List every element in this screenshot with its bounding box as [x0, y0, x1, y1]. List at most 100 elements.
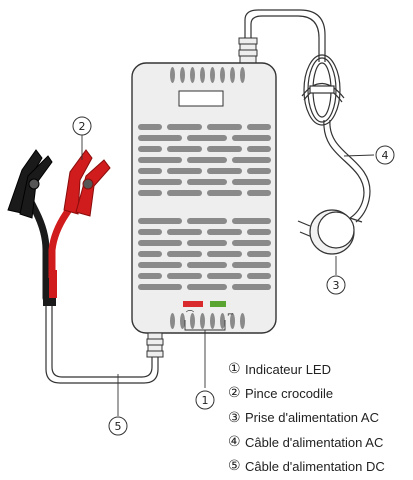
vent-slot [247, 273, 271, 279]
legend-item-clip: ② Pince crocodile [228, 381, 385, 405]
vent-slot-bottom [240, 313, 245, 329]
ac-strain-relief [238, 37, 258, 65]
legend: ① Indicateur LED ② Pince crocodile ③ Pri… [228, 357, 385, 478]
vent-slot [138, 218, 182, 224]
vent-slot [167, 273, 202, 279]
vent-slot-top [200, 67, 205, 83]
vent-slot [247, 229, 271, 235]
vent-slot [167, 251, 202, 257]
vent-slot [187, 157, 227, 163]
legend-number: ④ [228, 434, 241, 451]
vent-slot [232, 218, 271, 224]
vent-slot [138, 190, 162, 196]
vent-slot [207, 273, 242, 279]
led-red [183, 301, 203, 307]
led-indicators: ⌒ ⌐ [183, 301, 234, 319]
vent-slot [167, 124, 202, 130]
charger-housing [131, 62, 277, 334]
svg-text:⌒: ⌒ [186, 310, 194, 319]
black-clip [7, 149, 53, 219]
vent-slot [187, 135, 227, 141]
vent-slot [232, 284, 271, 290]
callout-4: 4 [375, 145, 395, 165]
legend-label: Prise d'alimentation AC [245, 410, 379, 426]
vent-slot [138, 240, 182, 246]
vent-slot [138, 284, 182, 290]
vent-slot-bottom [220, 313, 225, 329]
vent-slot-bottom [190, 313, 195, 329]
legend-item-ac-plug: ③ Prise d'alimentation AC [228, 406, 385, 430]
vent-slot [232, 157, 271, 163]
svg-text:2: 2 [79, 120, 86, 133]
vent-slot [138, 262, 182, 268]
vent-slot-bottom [170, 313, 175, 329]
legend-number: ② [228, 385, 241, 402]
callout-3: 3 [326, 275, 346, 295]
vent-slot [138, 135, 182, 141]
vent-slot-top [180, 67, 185, 83]
callout-5: 5 [108, 416, 128, 436]
ac-plug [297, 209, 363, 255]
vent-slot [138, 229, 162, 235]
vent-slot [207, 168, 242, 174]
vent-slot [207, 229, 242, 235]
vent-slot [167, 146, 202, 152]
legend-number: ⑤ [228, 458, 241, 475]
vent-slot-bottom [200, 313, 205, 329]
vent-slot-bottom [230, 313, 235, 329]
vent-slot-top [230, 67, 235, 83]
svg-text:5: 5 [115, 420, 122, 433]
legend-number: ③ [228, 409, 241, 426]
vent-slot [232, 135, 271, 141]
vent-slot [138, 146, 162, 152]
vent-slot [138, 273, 162, 279]
vent-slot [207, 190, 242, 196]
vent-slot-top [210, 67, 215, 83]
vent-slot [187, 284, 227, 290]
vent-slot [207, 251, 242, 257]
svg-text:4: 4 [382, 149, 389, 162]
legend-item-led: ① Indicateur LED [228, 357, 385, 381]
vent-slot [247, 146, 271, 152]
vent-slot [138, 251, 162, 257]
legend-label: Câble d'alimentation AC [245, 434, 384, 450]
vent-slot-top [170, 67, 175, 83]
vent-slot [247, 168, 271, 174]
vent-slot [138, 179, 182, 185]
vent-slot [232, 240, 271, 246]
vent-slot-bottom [180, 313, 185, 329]
vent-slot-bottom [210, 313, 215, 329]
legend-label: Indicateur LED [245, 361, 331, 377]
vent-slot-top [220, 67, 225, 83]
vent-slot [207, 146, 242, 152]
vent-slots [138, 67, 271, 329]
vent-slot [207, 124, 242, 130]
vent-slot-top [190, 67, 195, 83]
vent-slot [138, 124, 162, 130]
vent-slot [167, 190, 202, 196]
svg-text:⌐: ⌐ [227, 310, 234, 319]
svg-text:3: 3 [333, 279, 340, 292]
vent-slot [232, 262, 271, 268]
vent-slot [167, 229, 202, 235]
legend-item-dc-cable: ⑤ Câble d'alimentation DC [228, 454, 385, 478]
legend-number: ① [228, 361, 241, 378]
callout-2: 2 [72, 116, 92, 136]
legend-label: Câble d'alimentation DC [245, 458, 385, 474]
vent-slot [138, 157, 182, 163]
callout-1: 1 [195, 390, 215, 410]
callout-lines [81, 127, 375, 416]
dc-cable [45, 298, 159, 384]
vent-slot-top [240, 67, 245, 83]
svg-text:1: 1 [202, 394, 209, 407]
vent-slot [232, 179, 271, 185]
vent-slot [187, 262, 227, 268]
vent-slot [247, 251, 271, 257]
vent-slot [247, 190, 271, 196]
legend-item-ac-cable: ④ Câble d'alimentation AC [228, 430, 385, 454]
clamp-cables [26, 196, 78, 306]
red-clip [63, 149, 111, 217]
vent-slot [187, 240, 227, 246]
cable-coil [301, 54, 345, 126]
